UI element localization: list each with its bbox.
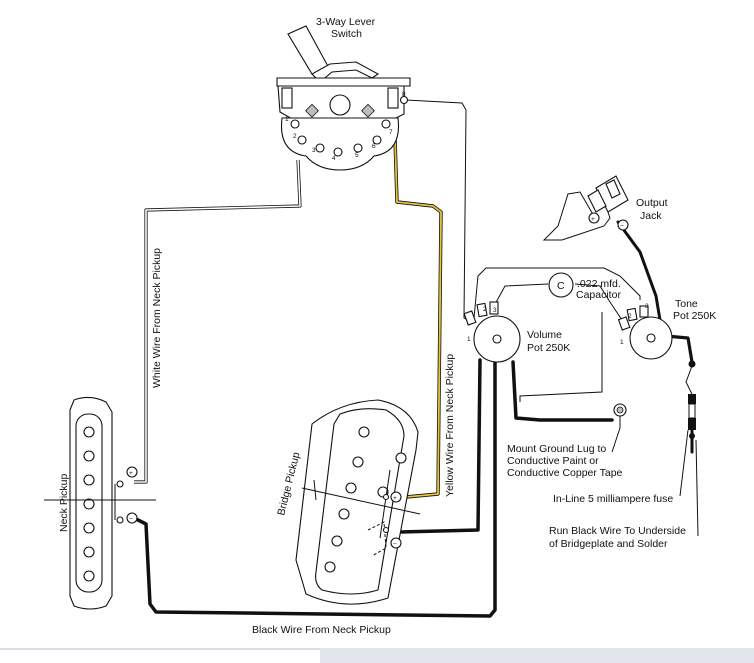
- jack-hot-wire: [542, 191, 611, 241]
- bridge-note-line1: Run Black Wire To Underside: [549, 525, 686, 537]
- switch-pin-8: 8: [402, 91, 406, 98]
- neck-pole-pieces: [83, 426, 95, 582]
- bridge-note-line2: of Bridgeplate and Solder: [549, 538, 668, 550]
- bridge-plus-sign: +: [393, 495, 397, 502]
- ground-loop-wire: [473, 267, 641, 319]
- volume-to-ground-lug-wire: [511, 360, 614, 422]
- ground-note-line2: Conductive Paint or: [507, 455, 599, 467]
- switch-pin-7: 7: [389, 129, 393, 136]
- yellow-wire: [393, 137, 443, 499]
- tone-pin-2: 2: [628, 313, 632, 320]
- black-wire-label: Black Wire From Neck Pickup: [252, 624, 391, 636]
- jack-plus-sign: +: [591, 216, 595, 223]
- switch-pin-5: 5: [355, 152, 359, 159]
- neck-minus-sign: −: [129, 516, 133, 523]
- capacitor-wire-right: [574, 283, 623, 321]
- white-wire: [134, 159, 302, 484]
- switch-pin-6: 6: [372, 143, 376, 150]
- capacitor-label-line2: Capacitor: [576, 289, 621, 301]
- tone-label-line2: Pot 250K: [673, 310, 716, 322]
- volume-pin-2: 2: [483, 306, 487, 313]
- switch-pin-3: 3: [312, 147, 316, 154]
- ground-note-line3: Conductive Copper Tape: [507, 467, 623, 479]
- black-neck-wire: [132, 360, 497, 618]
- white-wire-label: White Wire From Neck Pickup: [151, 248, 163, 388]
- ground-loop-wire-lower: [519, 312, 603, 402]
- volume-to-bridge-minus-wire: [398, 358, 482, 534]
- bridge-pickup: [295, 399, 421, 605]
- fuse-icon: [688, 360, 696, 439]
- jack-label-line1: Output: [636, 197, 668, 209]
- bridge-pole-pieces: [324, 426, 407, 573]
- jack-minus-sign: −: [620, 223, 624, 230]
- footer-tab: [320, 648, 754, 663]
- switch-title-line1: 3-Way Lever: [316, 16, 376, 28]
- capacitor-wire-left: [493, 283, 549, 307]
- three-way-switch: 1 2 3 4 5 6 7 8: [276, 25, 411, 171]
- jack-ground-wire: [616, 220, 662, 322]
- volume-pot: [463, 301, 521, 363]
- tone-pin-3: 3: [645, 303, 649, 310]
- bridge-note-leader: [695, 439, 699, 537]
- switch-pin-1: 1: [285, 116, 289, 123]
- volume-pin-1: 1: [467, 336, 471, 343]
- tone-pin-1: 1: [620, 339, 624, 346]
- volume-pin-3: 3: [493, 307, 497, 314]
- neck-plus-sign: +: [129, 470, 133, 477]
- neck-pickup-label: Neck Pickup: [58, 473, 70, 532]
- volume-label-line2: Pot 250K: [527, 342, 570, 354]
- capacitor-symbol: C: [557, 280, 565, 292]
- fuse-note: In-Line 5 milliampere fuse: [553, 493, 673, 505]
- tone-label-line1: Tone: [675, 298, 698, 310]
- volume-label-line1: Volume: [527, 329, 562, 341]
- ground-lug-icon: [613, 403, 627, 428]
- switch-pin-2: 2: [293, 133, 297, 140]
- ground-note-line1: Mount Ground Lug to: [507, 443, 606, 455]
- jack-label-line2: Jack: [640, 210, 662, 222]
- bridge-pickup-label: Bridge Pickup: [275, 451, 302, 517]
- switch-title-line2: Switch: [331, 28, 362, 40]
- capacitor-label-line1: .022 mfd.: [577, 278, 621, 290]
- output-jack: [587, 175, 629, 231]
- switch-lugs: [290, 95, 409, 157]
- capacitor: [548, 272, 574, 298]
- neck-pickup: [44, 396, 156, 610]
- bridge-minus-sign: −: [393, 541, 397, 548]
- ground-note-leader: [611, 427, 621, 453]
- switch-center-hole: [329, 94, 351, 116]
- fuse-wire-thin: [685, 365, 693, 395]
- tone-pot: [617, 305, 673, 360]
- switch-pin-4: 4: [332, 155, 336, 162]
- fuse-note-leader: [679, 429, 689, 497]
- yellow-wire-label: Yellow Wire From Neck Pickup: [444, 354, 456, 497]
- tone-ground-wire: [664, 334, 694, 364]
